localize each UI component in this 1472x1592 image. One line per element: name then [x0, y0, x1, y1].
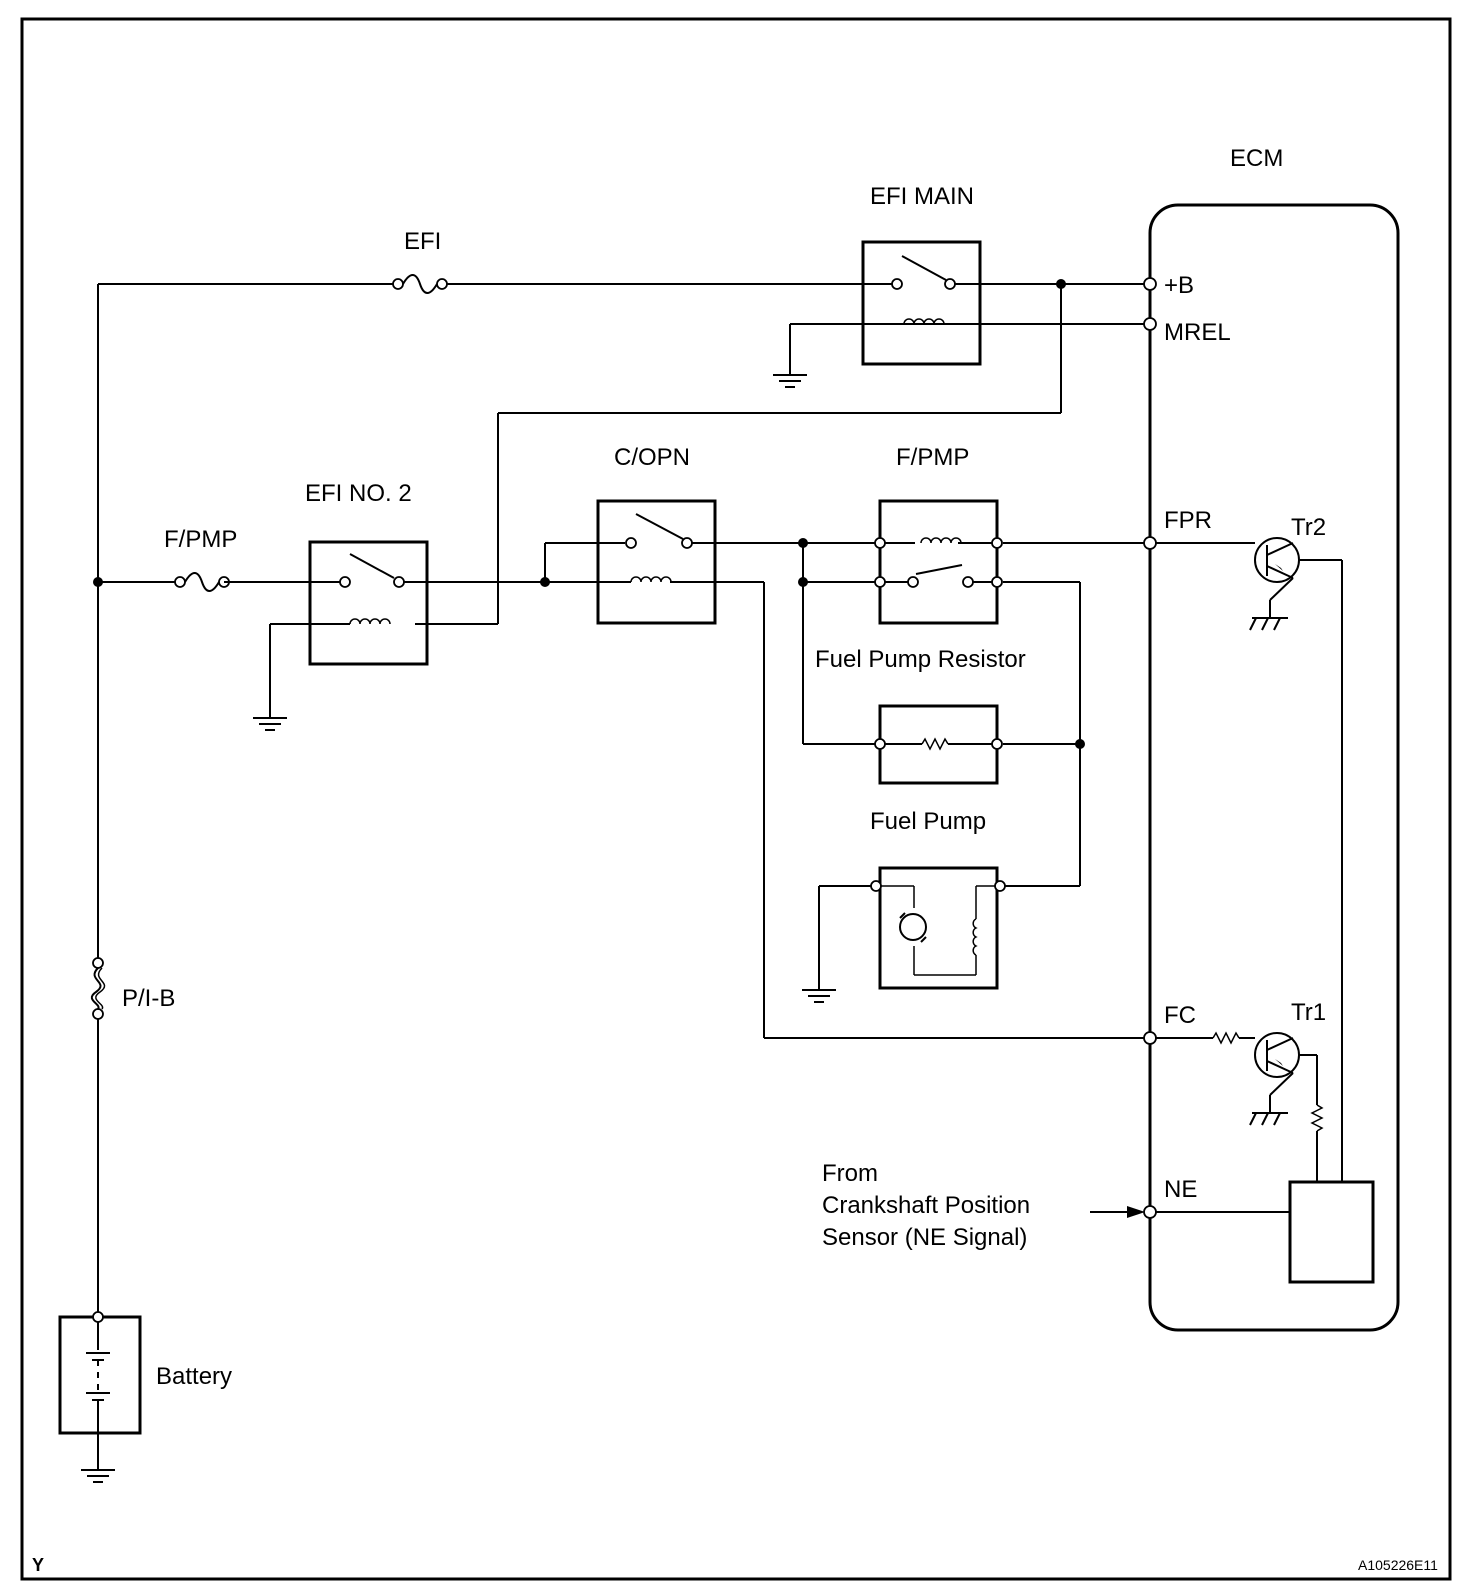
pin-fc: FC — [1143, 1002, 1196, 1045]
pin-fpr: FPR — [1143, 507, 1212, 550]
ecm-logic-block — [1288, 1180, 1375, 1284]
wires-fpmp — [692, 538, 1145, 887]
pin-b-label: +B — [1164, 272, 1194, 299]
ecm-block: ECM — [1148, 145, 1400, 1332]
transistor-tr2: Tr2 — [1155, 514, 1343, 1182]
fpmp-relay-label: F/PMP — [896, 444, 969, 471]
pin-ne-label: NE — [1164, 1176, 1197, 1203]
fuel-pump-resistor: Fuel Pump Resistor — [815, 646, 1026, 785]
ne-source-line-2: Crankshaft Position — [822, 1192, 1030, 1219]
efi-fuse: EFI — [392, 228, 448, 294]
wires-middle — [404, 542, 1145, 1039]
wires-top — [97, 279, 1145, 958]
pib-label: P/I-B — [122, 985, 175, 1012]
copn-relay: C/OPN — [596, 444, 717, 625]
efi-no2-label: EFI NO. 2 — [305, 480, 412, 507]
efi-main-relay: EFI MAIN — [861, 183, 982, 366]
pib-link: P/I-B — [90, 957, 175, 1312]
efi-main-label: EFI MAIN — [870, 183, 974, 210]
figure-code: A105226E11 — [1358, 1557, 1438, 1573]
transistor-tr1: Tr1 — [1155, 999, 1326, 1182]
field-coil-icon — [972, 918, 978, 956]
page-frame — [20, 17, 1452, 1581]
pin-mrel: MREL — [1143, 317, 1231, 346]
corner-mark: Y — [32, 1555, 44, 1575]
ne-source-line-1: From — [822, 1160, 878, 1187]
ecm-label: ECM — [1230, 145, 1283, 172]
ne-source-line-3: Sensor (NE Signal) — [822, 1224, 1027, 1251]
fuel-pump-label: Fuel Pump — [870, 808, 986, 835]
ecm-outline — [1148, 203, 1400, 1332]
pump-motor-icon — [899, 913, 927, 941]
ne-input: From Crankshaft Position Sensor (NE Sign… — [822, 1160, 1375, 1284]
pin-fc-label: FC — [1164, 1002, 1196, 1029]
efi-fuse-label: EFI — [404, 228, 441, 255]
battery-label: Battery — [156, 1363, 232, 1390]
fpmp-fuse: F/PMP — [93, 526, 343, 592]
copn-label: C/OPN — [614, 444, 690, 471]
tr2-label: Tr2 — [1291, 514, 1326, 541]
efi-no2-relay: EFI NO. 2 — [252, 480, 429, 731]
tr1-label: Tr1 — [1291, 999, 1326, 1026]
fuel-pump: Fuel Pump — [801, 808, 1006, 1003]
pin-mrel-label: MREL — [1164, 319, 1231, 346]
pin-b: +B — [1143, 272, 1194, 299]
pin-fpr-label: FPR — [1164, 507, 1212, 534]
fpmp-relay: F/PMP — [874, 444, 1003, 625]
fpmp-fuse-label: F/PMP — [164, 526, 237, 553]
battery: Battery — [58, 1311, 232, 1483]
fuel-pump-resistor-label: Fuel Pump Resistor — [815, 646, 1026, 673]
